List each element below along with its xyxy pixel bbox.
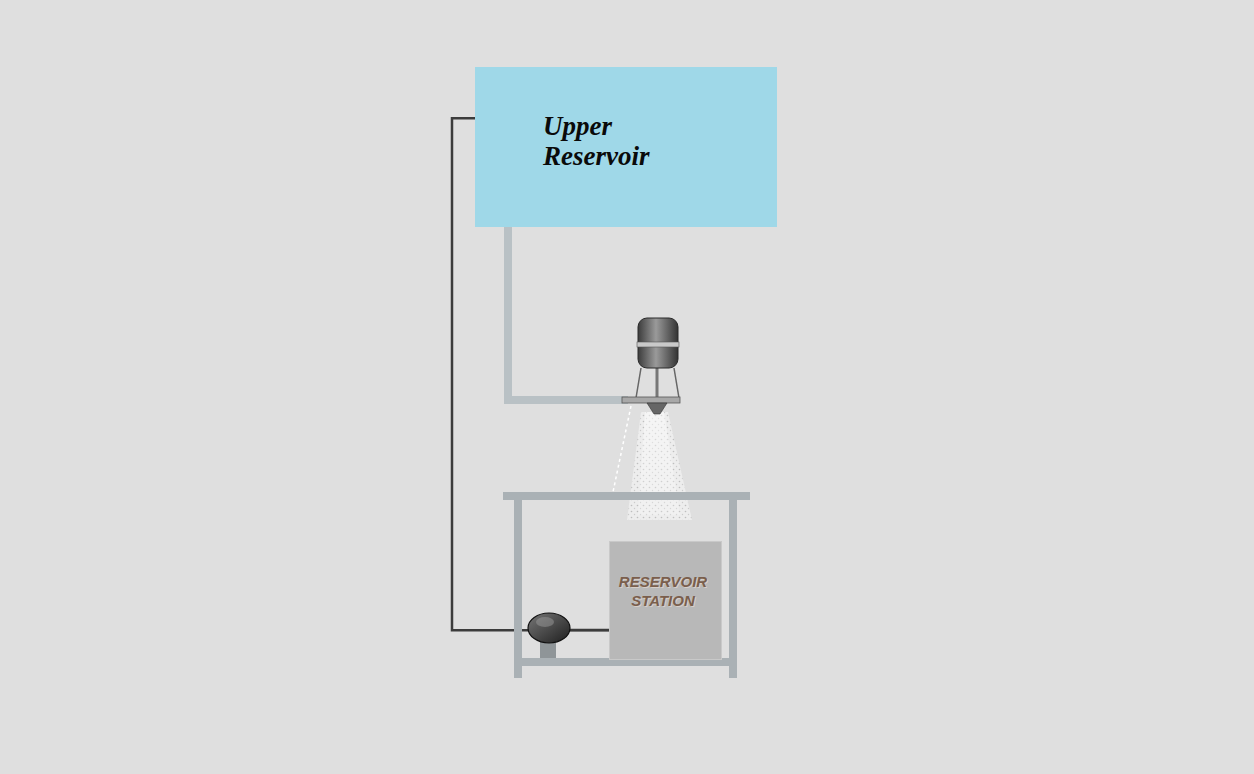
nozzle-flange [622, 397, 680, 403]
reservoir-station-tank: RESERVOIR STATION [609, 541, 722, 660]
motor-bracket [674, 368, 679, 398]
pump-highlight [536, 617, 554, 627]
spray-cone [627, 412, 692, 520]
motor-body [638, 318, 678, 368]
motor-band [637, 342, 679, 347]
spray-trace [613, 406, 631, 492]
feed-pipe [508, 227, 628, 400]
motor-bracket [636, 368, 641, 398]
upper-reservoir-tank: Upper Reservoir [475, 67, 777, 227]
table-leg [729, 500, 737, 678]
tank-label: Upper Reservoir [543, 111, 693, 171]
suction-pipe [568, 629, 612, 632]
nozzle [647, 403, 667, 414]
table-leg [514, 500, 522, 678]
pump-symbol [528, 613, 570, 643]
tank-label: RESERVOIR STATION [610, 572, 716, 610]
table-top [503, 492, 750, 500]
